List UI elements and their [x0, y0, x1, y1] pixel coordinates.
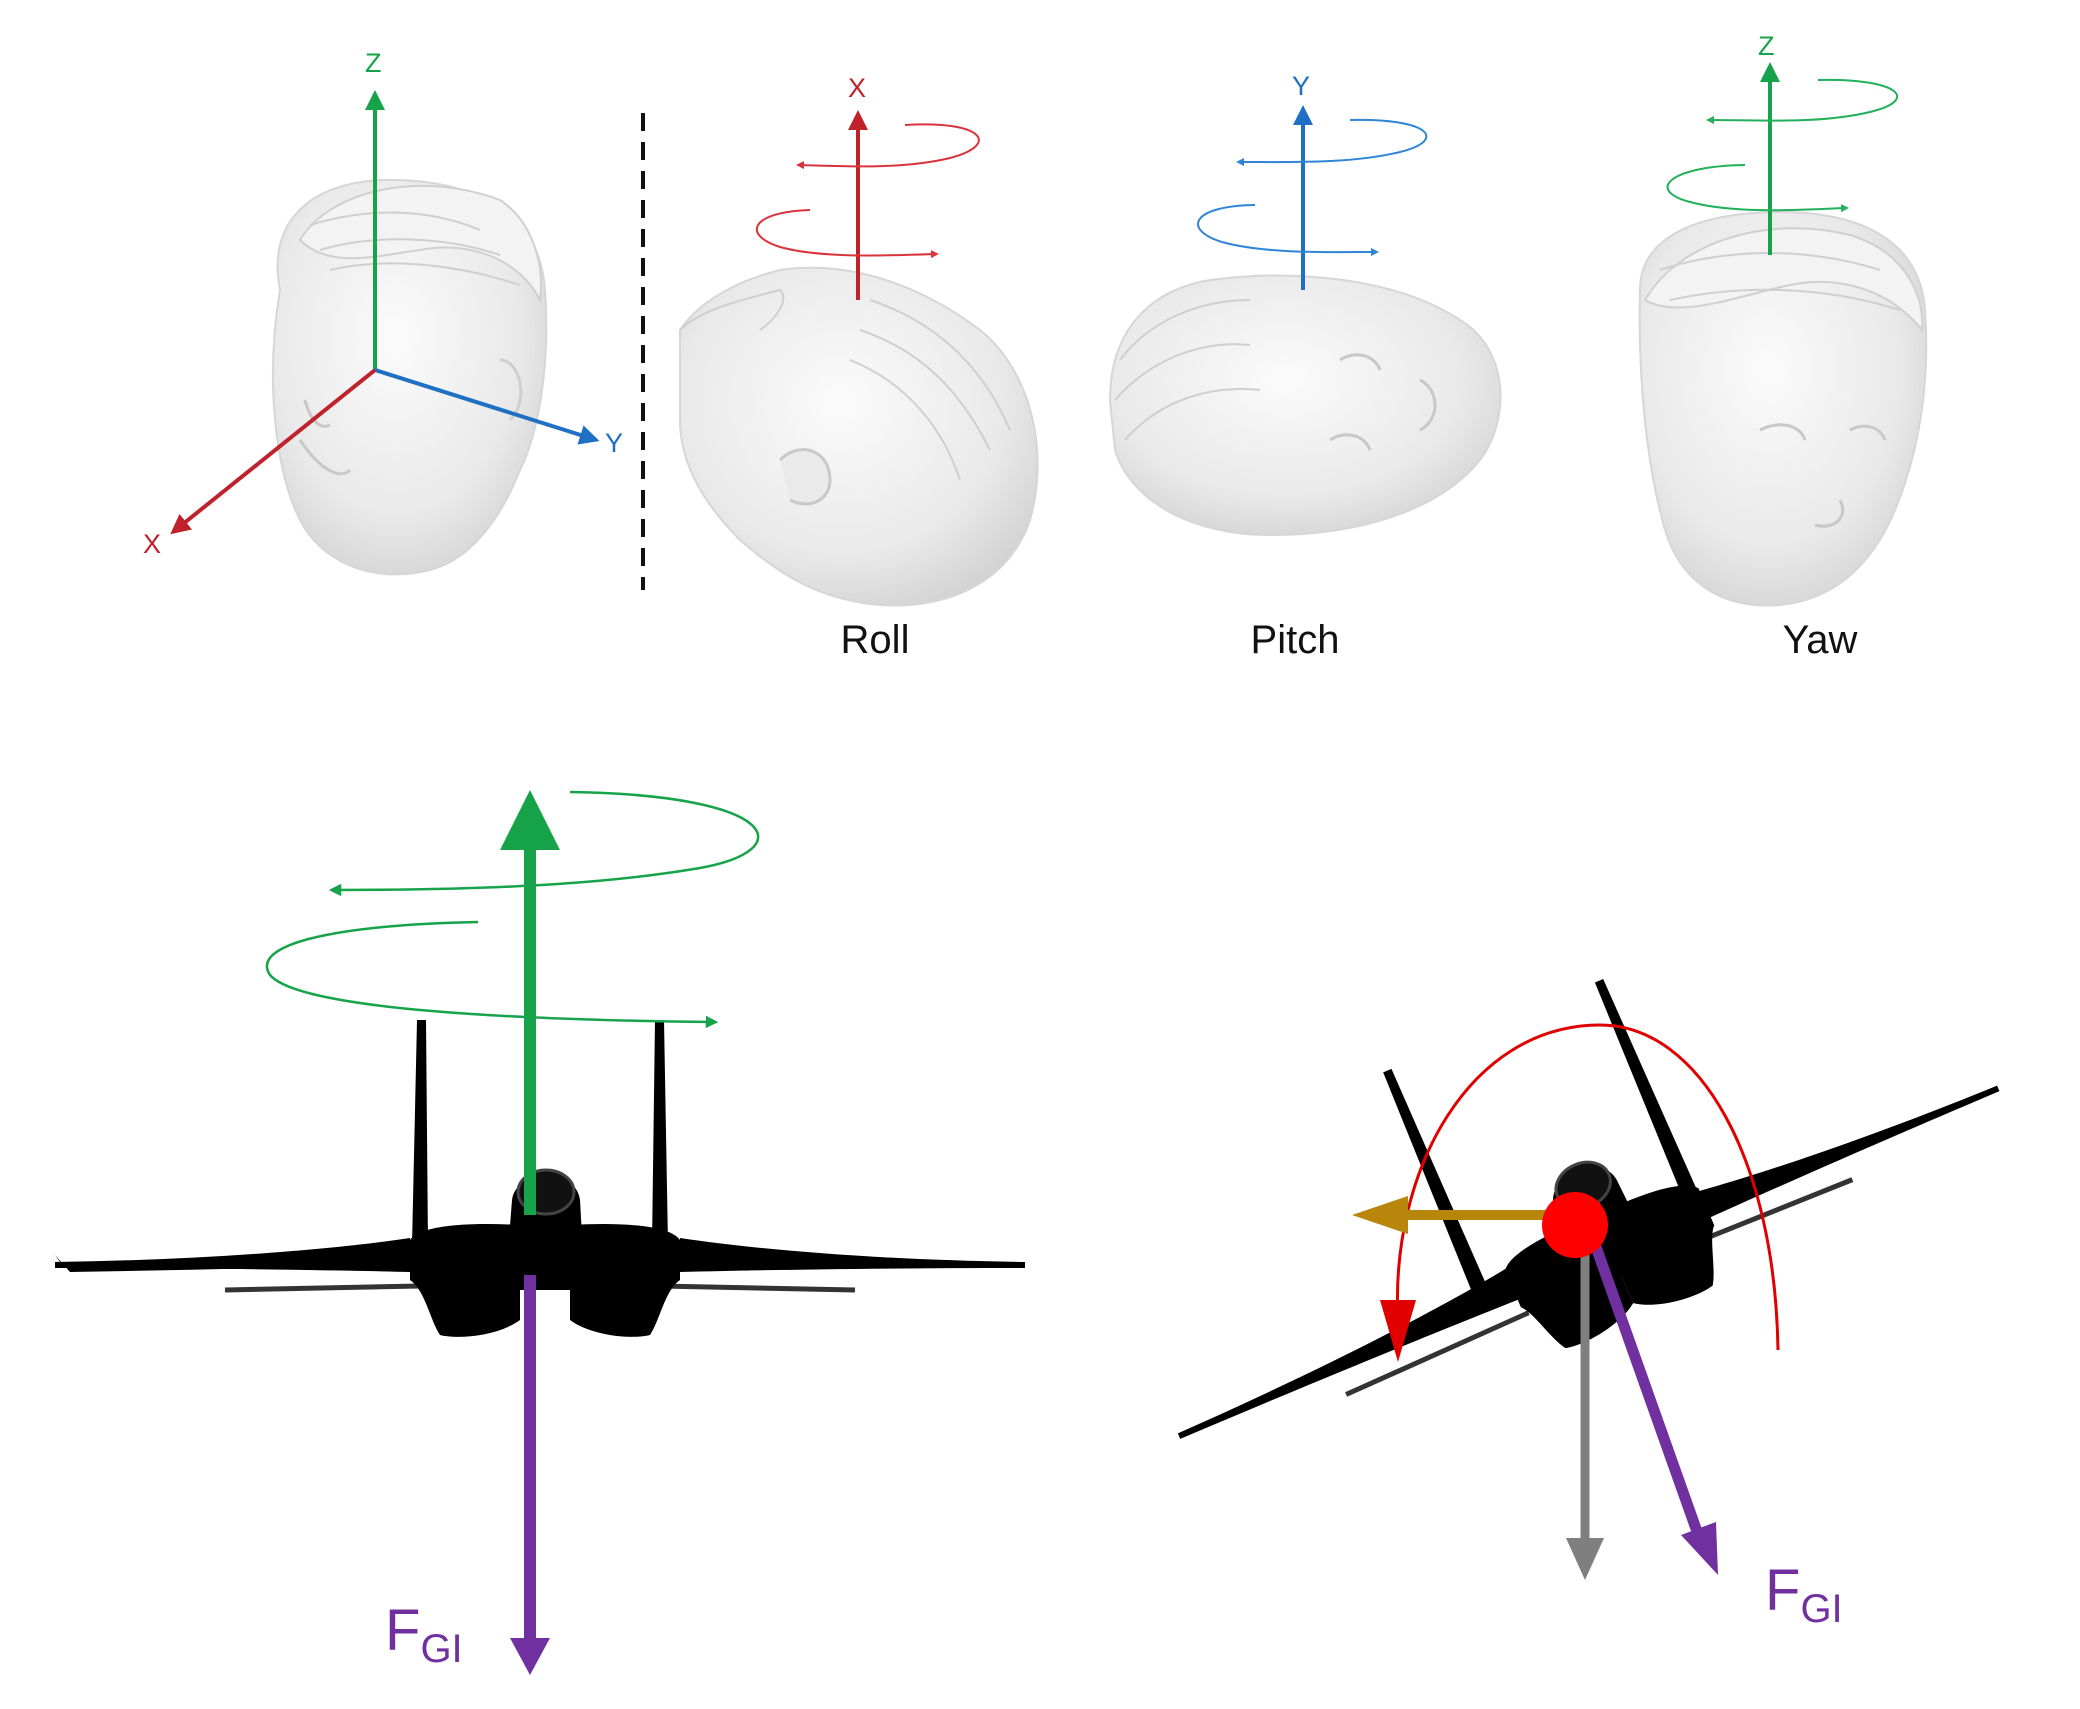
force-gi-arrowhead	[1681, 1522, 1718, 1575]
force-gi-arrow	[1584, 1228, 1706, 1542]
force-gi-label: FGI	[1765, 1558, 1843, 1631]
roll-axis-label: X	[848, 73, 866, 103]
roll-rotation-arrow-icon	[755, 209, 939, 259]
x-axis-arrow	[170, 368, 377, 535]
z-axis-label: Z	[365, 48, 382, 78]
roll-path-arrowhead	[1380, 1300, 1416, 1362]
force-label-main: F	[385, 1598, 420, 1663]
aircraft-icon	[55, 1020, 1025, 1337]
yaw-rotation-arrow-icon	[1666, 164, 1849, 213]
yaw-rotation-arrow-icon	[265, 920, 719, 1029]
lateral-force-arrowhead	[1352, 1196, 1408, 1234]
force-gi-label: FGI	[385, 1598, 463, 1671]
head-icon	[679, 266, 1039, 607]
yaw-figure: Z Yaw	[1638, 31, 1928, 662]
force-gi-arrowhead	[510, 1638, 550, 1675]
head-axes-figure: Z Y X	[143, 48, 623, 576]
roll-figure: X Roll	[679, 73, 1039, 662]
pitch-caption: Pitch	[1251, 618, 1340, 662]
gravity-arrowhead	[1566, 1538, 1604, 1580]
head-icon	[1108, 274, 1502, 537]
force-label-subscript: GI	[420, 1627, 462, 1671]
roll-caption: Roll	[841, 618, 910, 662]
yaw-axis-label: Z	[1758, 31, 1775, 61]
force-label-subscript: GI	[1800, 1587, 1842, 1631]
yaw-rotation-arrow-icon	[328, 790, 760, 897]
roll-rotation-arrow-icon	[796, 123, 980, 170]
pitch-figure: Y Pitch	[1108, 71, 1502, 662]
head-icon	[271, 178, 548, 576]
force-label-main: F	[1765, 1558, 1800, 1623]
aircraft-level-figure: FGI	[55, 790, 1025, 1675]
center-of-mass-icon	[1542, 1192, 1608, 1258]
yaw-caption: Yaw	[1783, 618, 1858, 662]
pitch-rotation-arrow-icon	[1236, 118, 1428, 167]
y-axis-arrow	[374, 368, 600, 445]
head-icon	[1638, 210, 1928, 607]
aircraft-banked-figure: FGI	[1177, 979, 2000, 1631]
x-axis-label: X	[143, 529, 161, 559]
yaw-rotation-arrow-icon	[1706, 78, 1899, 125]
pitch-rotation-arrow-icon	[1197, 204, 1379, 257]
pitch-axis-label: Y	[1292, 71, 1310, 101]
aircraft-icon	[1177, 979, 2000, 1439]
y-axis-label: Y	[605, 428, 623, 458]
roll-path-arrow	[1395, 1023, 1780, 1351]
